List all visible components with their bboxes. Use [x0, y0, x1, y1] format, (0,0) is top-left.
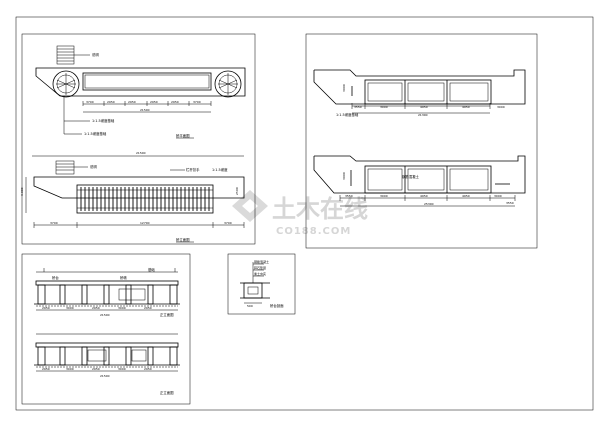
- d-title: 桥台剖面: [270, 303, 284, 308]
- lower-section-outline: [313, 155, 526, 194]
- d-dim: 500: [247, 304, 253, 308]
- lower-dim-4: 4950: [462, 194, 470, 198]
- c-lower-dim-5: 2950: [144, 367, 152, 371]
- upper-deck: [364, 79, 492, 105]
- d-label-3: 素土夯实: [254, 271, 266, 276]
- elev-title: 桥立面图: [176, 237, 190, 242]
- panel-elevations-small: 基础 2950 3000 2950 3000 2950 21500 正立面图 桥…: [21, 253, 191, 405]
- panel-bridge-plan-elevation: 3700 2950 2950 2950 2950 3700 21500 说明 1…: [20, 33, 256, 245]
- plan-dim-2: 2950: [107, 100, 115, 104]
- d-label-2: 碎石垫层: [254, 265, 266, 270]
- upper-beam: [35, 280, 179, 286]
- upper-section-outline: [313, 69, 526, 105]
- plan-outline: [35, 67, 246, 97]
- c-upper-dim-2: 3000: [66, 306, 74, 310]
- upper-dim-2: 3000: [380, 105, 388, 109]
- upper-side-dim: 3000: [342, 84, 346, 92]
- lower-dim-1: 3550: [345, 194, 353, 198]
- elev-top-dim: 21500: [136, 151, 146, 155]
- lower-dim-2: 3000: [380, 194, 388, 198]
- panel-b-frame: [305, 33, 538, 249]
- upper-total: 21300: [418, 113, 428, 117]
- plan-note-2: 1:1.5坡度基础: [92, 118, 115, 123]
- c-upper-dim-4: 3000: [118, 306, 126, 310]
- c-label-3: 桥墩: [120, 275, 127, 280]
- c-title-2: 正立面图: [160, 390, 174, 395]
- plan-total: 21500: [140, 108, 150, 112]
- c-title-1: 正立面图: [160, 312, 174, 317]
- c-lower-dim-1: 2950: [42, 367, 50, 371]
- elev-railing-box: [76, 184, 214, 214]
- panel-bridge-sections: 3550 3000 4950 4950 3000 21300 1:1.5坡度基础…: [305, 33, 538, 249]
- elev-stair: [55, 160, 75, 175]
- sheet-border: [15, 16, 594, 411]
- lower-dim-3: 4950: [420, 194, 428, 198]
- panel-a-frame: [21, 33, 256, 245]
- elev-note-1: 说明: [90, 164, 97, 169]
- panel-abutment-detail: 钢筋混凝土 碎石垫层 素土夯实 500 桥台剖面: [227, 253, 296, 315]
- abutment-box: [243, 282, 263, 299]
- c-label-1: 基础: [148, 267, 155, 272]
- upper-dim-1: 3550: [354, 105, 362, 109]
- lower-total: 25300: [424, 202, 434, 206]
- elev-side-dim: 3.000: [20, 187, 24, 196]
- c-upper-dim-5: 2950: [144, 306, 152, 310]
- section-upper: 3550 3000 4950 4950 3000 21300 1:1.5坡度基础…: [313, 69, 526, 117]
- d-label-1: 钢筋混凝土: [254, 259, 269, 264]
- elev-note-2: 栏杆扶手: [186, 167, 200, 172]
- plan-dim-1: 3700: [86, 100, 94, 104]
- plan-title: 桥平面图: [176, 133, 190, 138]
- c-upper-dim-3: 2950: [92, 306, 100, 310]
- c-upper-dim-1: 2950: [42, 306, 50, 310]
- small-elevation-lower: 2950 3000 2950 3000 2950 21500 正立面图: [34, 333, 180, 395]
- lower-side-dim: 3000: [342, 172, 346, 180]
- plan-deck: [82, 72, 212, 91]
- c-lower-dim-4: 3000: [118, 367, 126, 371]
- c-lower-dim-2: 3000: [66, 367, 74, 371]
- lower-label: 钢筋混凝土: [402, 174, 420, 179]
- lower-beam: [35, 342, 179, 348]
- plan-dim-3: 2950: [128, 100, 136, 104]
- elev-note-3: 1:1.5坡度: [212, 167, 228, 172]
- elevation-view: 21500 说明: [20, 151, 245, 243]
- plan-view: 3700 2950 2950 2950 2950 3700 21500 说明 1…: [35, 45, 246, 139]
- watermark: 土木在线 CO188.COM: [232, 190, 368, 237]
- upper-dim-4: 4950: [462, 105, 470, 109]
- tree-right: [214, 70, 242, 98]
- elev-embankment: [33, 176, 245, 199]
- upper-dim-3: 4950: [420, 105, 428, 109]
- lower-dim-5: 3000: [494, 194, 502, 198]
- small-elevation-upper: 基础 2950 3000 2950 3000 2950 21500 正立面图 桥…: [34, 267, 180, 317]
- c-label-2: 桥台: [52, 275, 59, 280]
- plan-note-1: 说明: [92, 52, 99, 57]
- railing-balusters: [80, 187, 210, 211]
- lower-deck: [364, 165, 492, 194]
- elev-dim-1: 3700: [50, 221, 58, 225]
- watermark-main: 土木在线: [272, 195, 368, 223]
- upper-label: 1:1.5坡度基础: [336, 112, 359, 117]
- c-upper-total: 21500: [100, 313, 110, 317]
- panel-d-frame: [227, 253, 296, 315]
- upper-dim-5: 3000: [497, 105, 505, 109]
- elev-dim-2: 12700: [140, 221, 150, 225]
- plan-dim-4: 2950: [150, 100, 158, 104]
- watermark-sub: CO188.COM: [276, 226, 351, 237]
- c-lower-total: 21500: [100, 374, 110, 378]
- panel-c-frame: [21, 253, 191, 405]
- plan-dim-5: 2950: [171, 100, 179, 104]
- tree-left: [52, 70, 80, 98]
- elev-dim-3: 3700: [224, 221, 232, 225]
- c-lower-dim-3: 2950: [92, 367, 100, 371]
- elev-right-dim: 2500: [235, 187, 239, 195]
- lower-dim-6: 3550: [506, 201, 514, 205]
- section-lower: 钢筋混凝土 3550 3000 4950 4950 3000 3550 2530…: [313, 155, 526, 207]
- plan-dim-6: 3700: [193, 100, 201, 104]
- plan-note-3: 1:1.5坡度基础: [84, 131, 107, 136]
